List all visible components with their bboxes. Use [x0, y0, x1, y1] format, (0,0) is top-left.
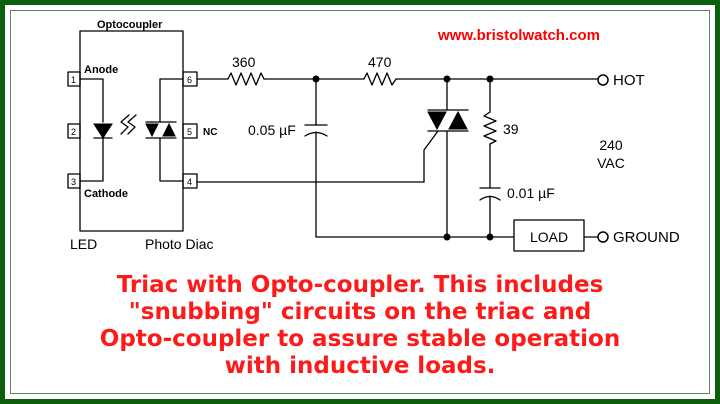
ground-terminal: [597, 231, 609, 243]
pin-1-label: 1: [71, 75, 76, 85]
c2-value: 0.01 µF: [507, 185, 555, 201]
junction-dot: [312, 75, 320, 83]
r2-value: 470: [368, 54, 392, 70]
resistor-r1: [227, 72, 265, 86]
pin-5-box: [182, 123, 198, 139]
wire-c1-bottom: [315, 131, 515, 238]
load-label: LOAD: [530, 229, 568, 245]
led-triangle: [93, 123, 113, 139]
voltage-label: 240: [599, 137, 623, 153]
website-url[interactable]: www.bristolwatch.com: [437, 27, 600, 44]
diac-triangle-down: [145, 123, 159, 138]
triac-triangle-up: [448, 110, 468, 130]
diac-wire-top: [159, 78, 184, 123]
junction-dot: [486, 75, 494, 83]
voltage-unit-label: VAC: [597, 155, 625, 171]
hot-label: HOT: [613, 72, 645, 89]
junction-dot: [486, 233, 494, 241]
triac-gate: [423, 130, 439, 183]
caption-line: "snubbing" circuits on the triac and: [128, 299, 592, 325]
photo-diac-label: Photo Diac: [145, 236, 213, 252]
triac-triangle-down: [427, 111, 447, 131]
caption-line: Triac with Opto-coupler. This includes: [116, 272, 604, 298]
light-arrow-icon: [120, 114, 130, 135]
load-box: [513, 219, 585, 252]
junction-dot: [443, 233, 451, 241]
pin-2-label: 2: [71, 127, 76, 137]
pin-4-label: 4: [187, 177, 192, 187]
diac-triangle-up: [162, 122, 176, 137]
pin-5-label: 5: [187, 127, 192, 137]
ground-label: GROUND: [613, 229, 680, 246]
light-arrow-icon-2: [127, 114, 137, 135]
c1-value: 0.05 µF: [248, 122, 296, 138]
page-frame-inner: [10, 10, 710, 394]
resistor-r2: [363, 72, 397, 86]
caption-line: Opto-coupler to assure stable operation: [99, 326, 621, 352]
caption-line: with inductive loads.: [224, 353, 496, 379]
caption: Triac with Opto-coupler. This includes "…: [0, 272, 720, 380]
anode-label: Anode: [84, 64, 118, 76]
hot-terminal: [597, 74, 609, 86]
r3-value: 39: [503, 121, 519, 137]
led-label: LED: [70, 236, 97, 252]
pin-6-label: 6: [187, 75, 192, 85]
cathode-label: Cathode: [84, 188, 128, 200]
led-wire-anode: [79, 78, 104, 123]
pin-2-box: [67, 123, 81, 139]
led-wire-cathode: [79, 137, 104, 182]
nc-label: NC: [203, 127, 217, 138]
resistor-r3: [483, 111, 497, 145]
r1-value: 360: [232, 54, 256, 70]
pin-3-label: 3: [71, 177, 76, 187]
diac-wire-bottom: [159, 137, 184, 182]
junction-dot: [443, 75, 451, 83]
optocoupler-title: Optocoupler: [97, 19, 163, 31]
